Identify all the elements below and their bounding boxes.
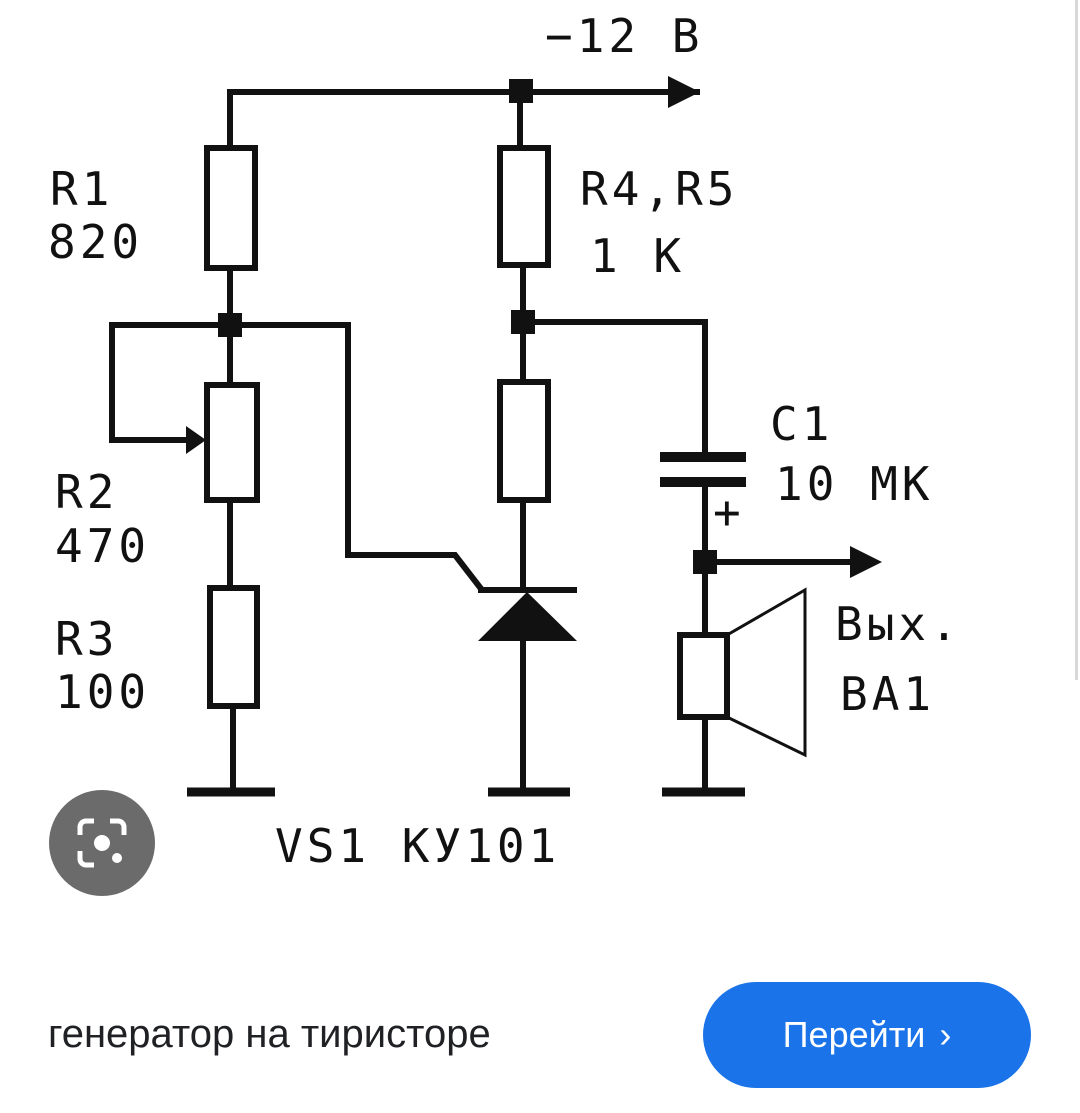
r2-name: R2 xyxy=(55,465,118,519)
r1-name: R1 xyxy=(50,162,113,216)
supply-label: −12 В xyxy=(545,9,703,63)
r45-name: R4,R5 xyxy=(580,162,738,216)
potentiometer-r2 xyxy=(204,382,260,503)
scrollbar[interactable] xyxy=(1075,0,1078,680)
c1-name: C1 xyxy=(770,397,833,451)
speaker-label: BA1 xyxy=(840,667,935,721)
output-label: Вых. xyxy=(835,597,962,651)
google-lens-button[interactable] xyxy=(49,790,155,896)
r1-value: 820 xyxy=(48,215,143,269)
junction-dots xyxy=(218,79,717,574)
c1-polarity: + xyxy=(713,485,745,539)
c1-value: 10 МК xyxy=(775,457,933,511)
r2-value: 470 xyxy=(55,519,150,573)
resistor-r3 xyxy=(207,585,260,709)
image-title: генератор на тиристоре xyxy=(48,1012,491,1056)
speaker-ba1 xyxy=(677,632,730,720)
r3-name: R3 xyxy=(55,612,118,666)
resistor-r1 xyxy=(204,145,258,271)
visit-button-label: Перейти xyxy=(782,1014,926,1055)
r3-value: 100 xyxy=(55,665,150,719)
thyristor-label: VS1 КУ101 xyxy=(275,819,560,873)
resistor-r4 xyxy=(497,145,551,268)
resistor-r5 xyxy=(497,379,551,503)
visit-button[interactable]: Перейти › xyxy=(703,982,1031,1088)
chevron-right-icon: › xyxy=(939,1014,952,1055)
r45-value: 1 К xyxy=(590,229,685,283)
lens-icon xyxy=(77,818,127,868)
circuit-diagram-image: −12 В R1 820 R4,R5 1 К C1 10 МК + R2 470… xyxy=(48,9,962,873)
